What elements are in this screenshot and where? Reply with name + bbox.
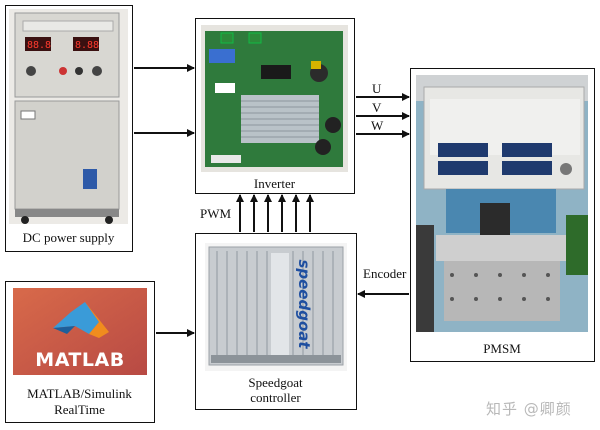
inverter-photo (201, 25, 348, 172)
phase-v-label: V (372, 100, 382, 115)
dc-power-supply-photo: 88.8 8.88 (9, 9, 128, 224)
speedgoat-label-line1: Speedgoat (248, 375, 303, 390)
matlab-label-line2: RealTime (54, 402, 105, 417)
speedgoat-photo (205, 243, 347, 371)
watermark-text: 知乎 @卿颜 (486, 400, 572, 418)
matlab-logo-text: MATLAB (35, 349, 125, 371)
phase-w-label: W (371, 118, 384, 133)
pwm-label: PWM (200, 206, 232, 221)
pmsm-photo (416, 75, 588, 332)
matlab-logo-icon (13, 288, 147, 375)
phase-u-label: U (372, 81, 382, 96)
speedgoat-block: speedgoat Speedgoat controller (195, 233, 357, 410)
inverter-block: Inverter (195, 18, 355, 194)
dc-power-supply-block: 88.8 8.88 DC power supply (5, 5, 133, 252)
encoder-label: Encoder (363, 266, 407, 281)
matlab-block: MATLAB MATLAB/Simulink RealTime (5, 281, 155, 423)
inverter-label: Inverter (253, 176, 296, 191)
matlab-logo-image (13, 288, 147, 375)
pmsm-label: PMSM (483, 341, 521, 356)
svg-text:8.88: 8.88 (75, 40, 99, 51)
matlab-label-line1: MATLAB/Simulink (27, 386, 132, 401)
pmsm-block: PMSM (410, 68, 595, 362)
dc-power-supply-label: DC power supply (22, 230, 115, 245)
speedgoat-label-line2: controller (250, 390, 301, 405)
svg-text:88.8: 88.8 (27, 40, 51, 51)
